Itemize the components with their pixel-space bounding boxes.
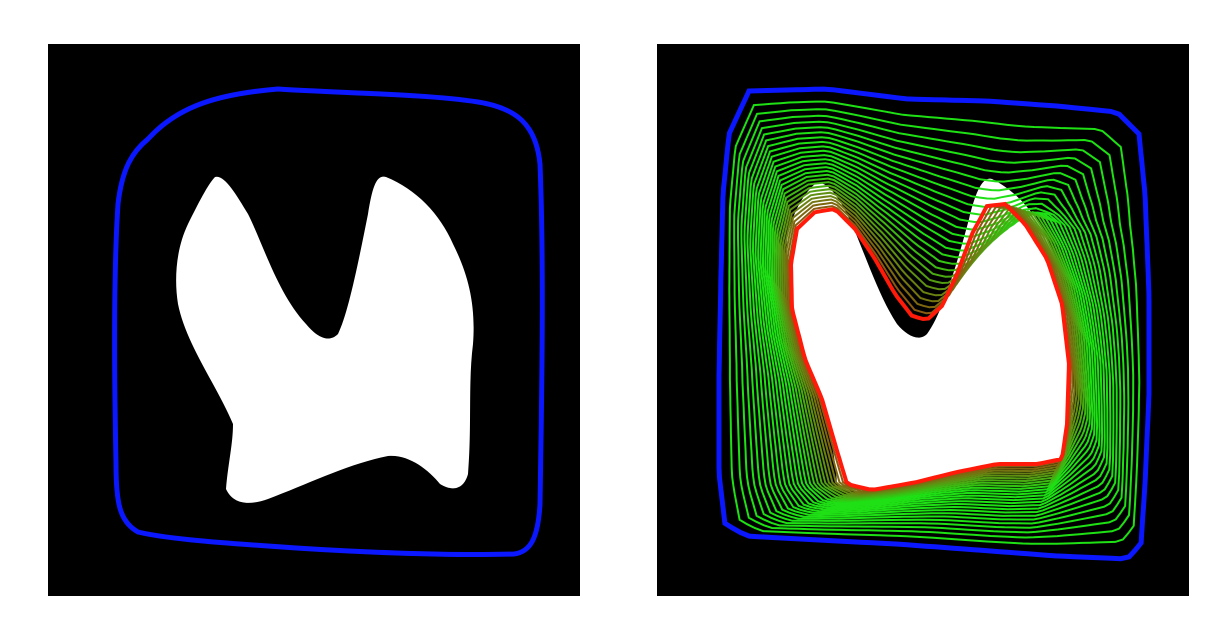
- intermediate-contour: [779, 188, 1083, 498]
- intermediate-contour: [746, 131, 1118, 521]
- intermediate-contour: [771, 173, 1092, 503]
- intermediate-contour: [759, 154, 1104, 511]
- intermediate-contour: [743, 126, 1122, 525]
- intermediate-contour: [777, 184, 1085, 499]
- evolution-contours: [716, 86, 1152, 562]
- intermediate-contour: [784, 198, 1077, 494]
- intermediate-contour: [781, 191, 1081, 496]
- object-shape: [176, 176, 474, 503]
- initial-contour: [112, 86, 545, 558]
- intermediate-contour: [775, 181, 1087, 500]
- intermediate-contour: [768, 169, 1094, 505]
- intermediate-contour: [733, 108, 1135, 539]
- initial-contour-svg: [112, 86, 545, 558]
- contour-evolution-svg: [716, 86, 1152, 562]
- intermediate-contour: [764, 162, 1099, 508]
- intermediate-contour: [754, 145, 1109, 514]
- intermediate-contour: [757, 149, 1106, 513]
- intermediate-contour: [766, 166, 1096, 506]
- intermediate-contour: [786, 201, 1074, 493]
- intermediate-contour: [728, 100, 1141, 545]
- intermediate-contour: [737, 114, 1130, 534]
- contour-evolution-panel: [657, 44, 1189, 596]
- intermediate-contour: [762, 158, 1101, 509]
- initial-contour-panel: [48, 44, 580, 596]
- intermediate-contour: [773, 177, 1089, 501]
- initial-contour: [716, 86, 1152, 562]
- intermediate-contour: [751, 140, 1112, 516]
- object-shape: [786, 178, 1074, 492]
- final-contour: [788, 201, 1071, 492]
- intermediate-contour: [749, 136, 1115, 518]
- intermediate-contour: [783, 195, 1079, 495]
- intermediate-contour: [740, 120, 1126, 529]
